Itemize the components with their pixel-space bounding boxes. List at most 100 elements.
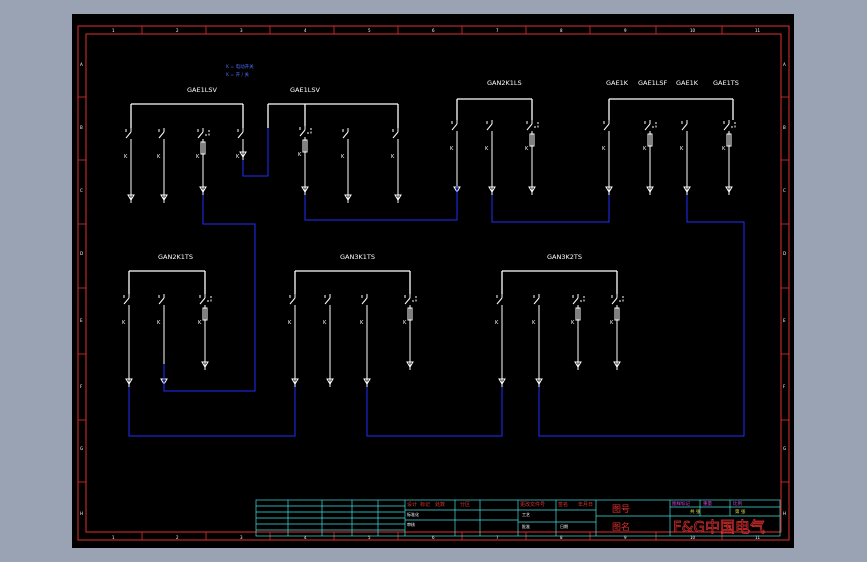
zone-number: 8 [560,28,563,33]
switch-tag: K [680,146,684,152]
switch-tag: K [298,152,302,158]
circuit-title: GAN3K1TS [340,253,375,261]
title-label: 日期 [560,523,568,529]
zone-letter: H [783,511,786,516]
switch-tag: K [198,320,202,326]
zone-number: 7 [496,28,499,33]
circuit-branch: K [157,128,168,203]
coil-symbol [614,307,620,321]
zone-number: 6 [432,28,435,33]
switch-tag: K [157,320,161,326]
circuit-branch: K [525,120,539,195]
title-label: 比例 [733,500,742,507]
title-label: 工艺 [522,512,530,517]
zone-letter: E [783,318,786,323]
circuit-title: GAE1K [676,79,699,87]
title-label: 标记 [420,501,430,508]
switch-tag: K [341,154,345,160]
zone-letter: F [80,384,83,389]
circuit-branch: K [610,294,624,370]
zone-number: 4 [304,28,307,33]
switch-tag: K [323,320,327,326]
circuit-branch: K [122,294,133,387]
circuit-branch: K [485,120,496,195]
title-label: 批准 [522,523,530,529]
title-label: 设计 [407,501,417,508]
title-label: 图样标记 [672,500,690,507]
title-label: 重量 [703,500,712,507]
switch-tag: K [236,154,240,160]
switch-tag: K [602,146,606,152]
brand-logo-text: F&G中国电气 [673,518,765,536]
zone-number: 1 [112,28,115,33]
circuit-branch: K [288,294,299,387]
zone-number: 1 [112,535,115,540]
circuit-branch: K [532,294,543,387]
zone-letter: G [80,446,83,451]
circuit-title: GAN2K1LS [487,79,522,87]
circuit-branch: K [360,294,371,387]
circuit-branch: K [403,294,417,370]
switch-tag: K [124,154,128,160]
title-label: 签名 [558,501,568,508]
switch-tag: K [196,154,200,160]
zone-number: 5 [368,535,371,540]
drawing-number-label: 图号 [612,504,630,515]
zone-letter: A [783,62,786,67]
zone-number: 11 [755,535,761,540]
zone-letter: G [783,446,786,451]
circuit-branch: K [298,126,312,195]
zone-number: 4 [304,535,307,540]
title-label: 共 张 [690,508,701,515]
switch-tag: K [450,146,454,152]
circuit-branch: K [391,128,402,203]
bus-bars [128,98,734,294]
zone-letter: C [80,188,83,193]
circuit-branch: K [236,128,247,160]
switch-tag: K [360,320,364,326]
circuit-branch: K [450,120,461,195]
legend: K = 电动开关 K = 开 / 关 [226,63,254,78]
title-label: 更改文件号 [520,501,545,508]
switch-tag: K [610,320,614,326]
coil-symbol [726,133,732,147]
switch-tag: K [288,320,292,326]
zone-letter: D [783,251,786,256]
circuit-title: GAE1LSV [290,86,320,94]
coil-symbol [200,141,206,155]
zone-letter: A [80,62,83,67]
zone-letter: E [80,318,83,323]
circuit-title: GAE1K [606,79,629,87]
zone-number: 6 [432,535,435,540]
zone-numbers-bottom: 1 2 3 4 5 6 7 8 9 10 11 [112,535,761,540]
title-label: 第 张 [735,508,746,515]
circuit-title: GAE1TS [713,79,739,87]
zone-number: 9 [624,28,627,33]
title-block: 设计 标记 处数 分区 更改文件号 签名 年月日 标准化 审核 工艺 批准 日期… [255,499,781,537]
title-block-grid [255,499,781,537]
circuit-branch: K [196,128,210,195]
drawing-sheet [72,14,794,548]
drawing-frame [77,25,790,541]
zone-number: 9 [624,535,627,540]
title-label: 处数 [435,501,445,508]
circuit-branch: K [124,128,135,203]
switch-tag: K [403,320,407,326]
zone-number: 2 [176,28,179,33]
circuit-branch: K [643,120,657,195]
coil-symbol [202,307,208,321]
zone-number: 8 [560,535,563,540]
zone-letter: H [80,511,83,516]
zone-number: 2 [176,535,179,540]
zone-letters-left: A B C D E F G H [80,62,83,516]
zone-number: 11 [755,28,761,33]
circuit-title: GAE1LSF [638,79,667,87]
circuit-branch: K [198,294,212,370]
zone-numbers-top: 1 2 3 4 5 6 7 8 9 10 11 [112,28,761,33]
circuit-branch: K [722,120,736,195]
switch-tag: K [643,146,647,152]
circuit-branch: K [602,120,613,195]
circuit-branch: K [495,294,506,387]
